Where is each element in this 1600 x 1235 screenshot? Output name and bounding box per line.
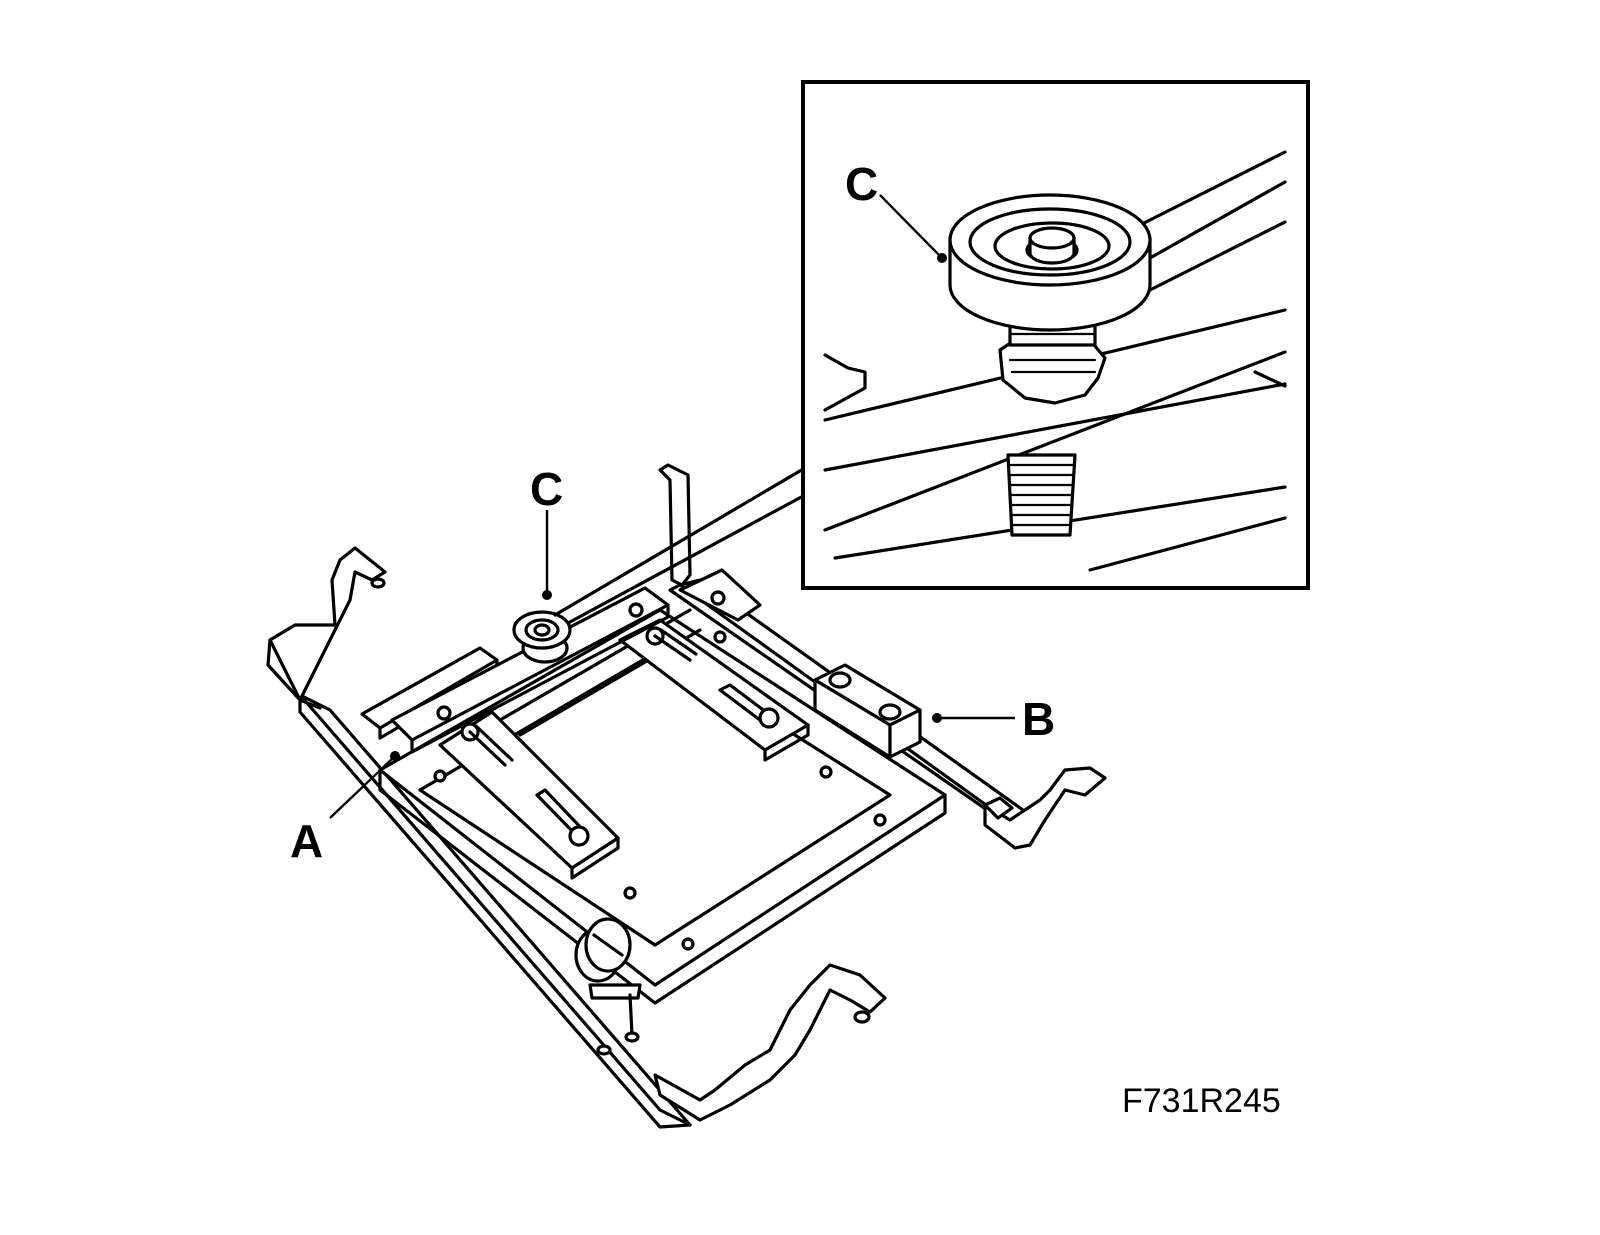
adjustment-knob — [574, 917, 642, 1056]
seat-frame — [266, 463, 1107, 1129]
threaded-stud — [1006, 453, 1077, 537]
label-a: A — [290, 815, 323, 867]
label-b: B — [1022, 693, 1055, 745]
zoom-lines — [553, 466, 807, 624]
left-upper-bracket — [266, 546, 387, 702]
rear-bracket — [658, 463, 692, 587]
label-c-main: C — [530, 463, 563, 515]
roller-c-large — [948, 193, 1152, 332]
component-b-block — [813, 663, 922, 759]
leader-lines — [329, 194, 1015, 819]
roller-c-small — [512, 610, 572, 664]
detail-inset — [801, 80, 1310, 590]
figure-code: F731R245 — [1122, 1082, 1281, 1120]
label-c-detail: C — [845, 158, 878, 210]
right-front-bracket — [983, 766, 1107, 850]
front-lower-bracket — [653, 963, 887, 1122]
